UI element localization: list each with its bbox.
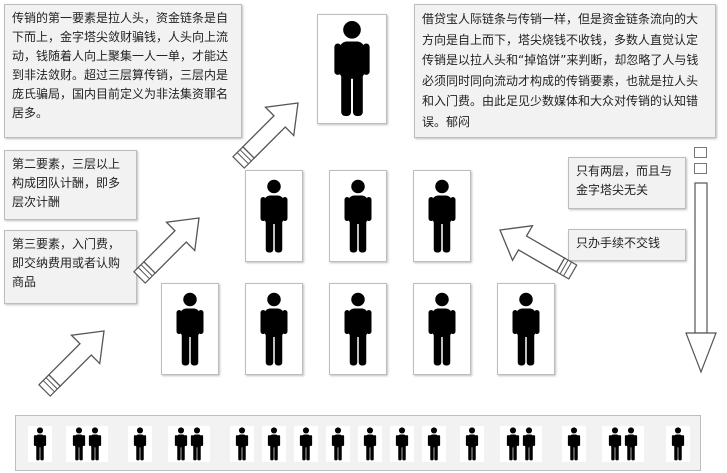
pyramid-lower-card bbox=[329, 283, 387, 375]
pyramid-lower-card bbox=[413, 283, 471, 375]
crowd-card bbox=[500, 426, 542, 462]
second-element-text: 第二要素，三层以上构成团队计酬，即多层次计酬 bbox=[12, 157, 121, 209]
crowd-card bbox=[230, 426, 254, 462]
text-box-jiedaibao: 借贷宝人际链条与传销一样，但是资金链条流向的大方向是自上而下，塔尖烧钱不收钱，多… bbox=[414, 4, 716, 138]
pyramid-middle-card bbox=[329, 170, 387, 262]
crowd-card bbox=[326, 426, 350, 462]
crowd-card bbox=[666, 426, 690, 462]
arrow-down-icon bbox=[685, 182, 717, 374]
crowd-card bbox=[602, 426, 644, 462]
person-icon bbox=[363, 427, 377, 461]
person-icon bbox=[427, 427, 441, 461]
person-icon bbox=[522, 427, 536, 461]
bottom-crowd-strip bbox=[15, 415, 701, 471]
pyramid-lower-card bbox=[245, 283, 303, 375]
crowd-card bbox=[168, 426, 210, 462]
text-box-fee-only: 只办手续不交钱 bbox=[568, 229, 686, 261]
person-icon bbox=[33, 427, 47, 461]
text-box-two-layers: 只有两层，而且与金字塔尖无关 bbox=[568, 157, 686, 209]
first-element-text: 传销的第一要素是拉人头，资金链条是自下而上，金字塔尖敛财骗钱，人头向上流动，钱随… bbox=[12, 11, 229, 120]
text-box-first-element: 传销的第一要素是拉人头，资金链条是自下而上，金字塔尖敛财骗钱，人头向上流动，钱随… bbox=[4, 4, 242, 138]
two-layers-text: 只有两层，而且与金字塔尖无关 bbox=[576, 164, 673, 197]
arrow-up-right-icon bbox=[124, 203, 214, 293]
person-icon bbox=[174, 427, 188, 461]
person-icon bbox=[624, 427, 638, 461]
crowd-card bbox=[128, 426, 152, 462]
person-icon bbox=[395, 427, 409, 461]
pyramid-lower-card bbox=[161, 283, 219, 375]
person-icon bbox=[235, 427, 249, 461]
crowd-card bbox=[460, 426, 484, 462]
crowd-card bbox=[390, 426, 414, 462]
third-element-text: 第三要素，入门费，即交纳费用或者认购商品 bbox=[12, 237, 121, 289]
fee-only-text: 只办手续不交钱 bbox=[576, 236, 661, 250]
crowd-card bbox=[28, 426, 52, 462]
person-icon bbox=[331, 427, 345, 461]
text-box-second-element: 第二要素，三层以上构成团队计酬，即多层次计酬 bbox=[4, 150, 137, 220]
pyramid-middle-card bbox=[245, 170, 303, 262]
small-square-icon bbox=[694, 147, 707, 158]
crowd-card bbox=[262, 426, 286, 462]
person-icon bbox=[299, 427, 313, 461]
crowd-card bbox=[422, 426, 446, 462]
text-box-third-element: 第三要素，入门费，即交纳费用或者认购商品 bbox=[4, 230, 137, 304]
crowd-card bbox=[66, 426, 108, 462]
person-icon bbox=[133, 427, 147, 461]
person-icon bbox=[267, 427, 281, 461]
crowd-card bbox=[562, 426, 586, 462]
person-icon bbox=[72, 427, 86, 461]
jiedaibao-text: 借贷宝人际链条与传销一样，但是资金链条流向的大方向是自上而下，塔尖烧钱不收钱，多… bbox=[422, 12, 699, 129]
person-icon bbox=[465, 427, 479, 461]
small-square-icon bbox=[694, 163, 707, 174]
arrow-up-right-icon bbox=[29, 316, 119, 406]
pyramid-top-card bbox=[317, 14, 387, 124]
person-icon bbox=[671, 427, 685, 461]
person-icon bbox=[506, 427, 520, 461]
person-icon bbox=[88, 427, 102, 461]
crowd-card bbox=[358, 426, 382, 462]
arrow-up-right-icon bbox=[223, 88, 313, 178]
person-icon bbox=[190, 427, 204, 461]
pyramid-middle-card bbox=[413, 170, 471, 262]
person-icon bbox=[608, 427, 622, 461]
pyramid-lower-card bbox=[497, 283, 555, 375]
crowd-card bbox=[294, 426, 318, 462]
person-icon bbox=[567, 427, 581, 461]
arrow-left-icon bbox=[489, 212, 584, 290]
